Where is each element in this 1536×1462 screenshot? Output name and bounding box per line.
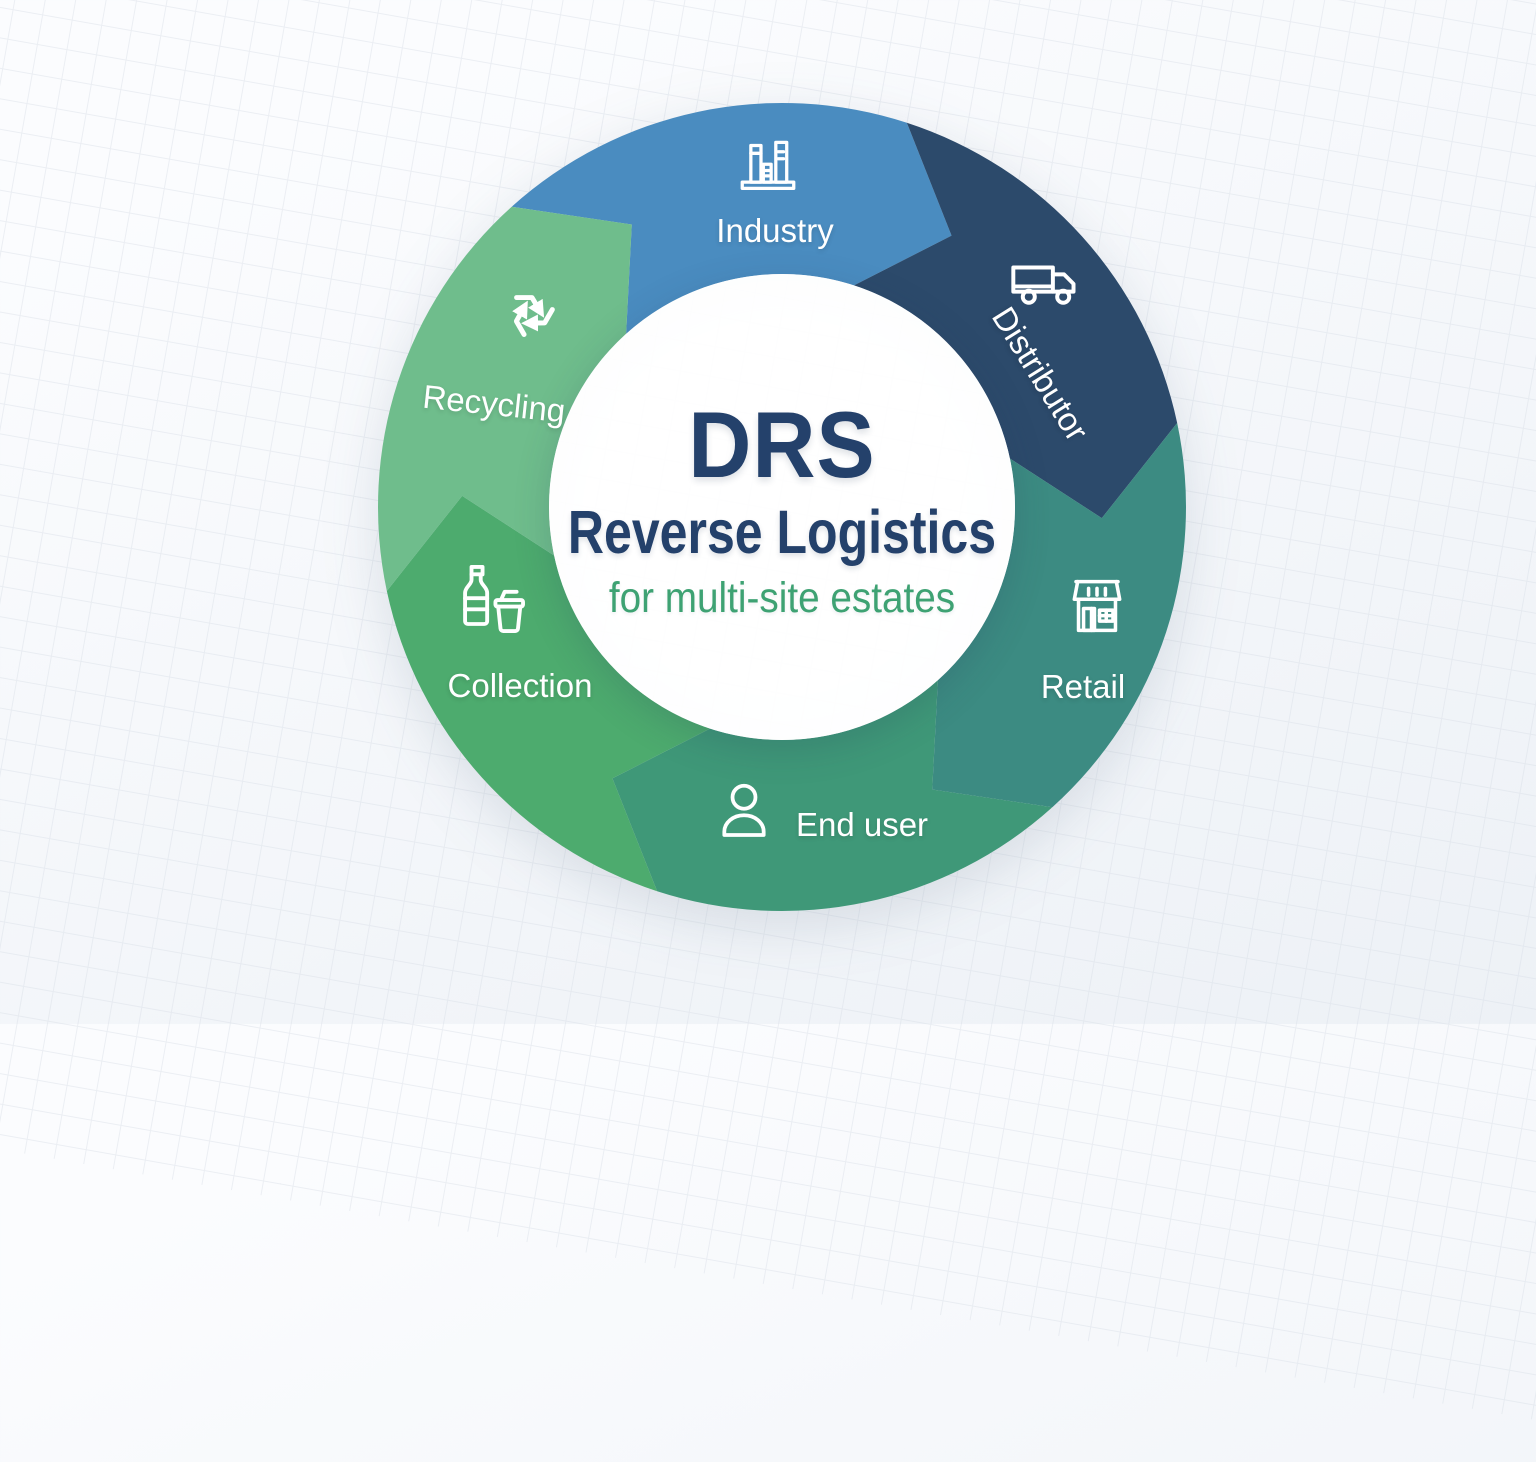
segment-label-retail: Retail — [1040, 668, 1126, 705]
title-drs: DRS — [688, 392, 876, 497]
factory-icon — [740, 140, 796, 191]
ring-segment-recycling — [378, 206, 632, 591]
segment-label-collection: Collection — [447, 667, 593, 704]
storefront-icon — [1072, 579, 1122, 633]
ring-segment-distributor — [854, 122, 1178, 519]
ring-segment-industry — [511, 102, 952, 334]
ring-segment-collection — [386, 495, 710, 892]
cycle-ring — [378, 102, 1186, 912]
ring-segment-retail — [932, 423, 1186, 808]
center-title-block: DRS Reverse Logistics for multi-site est… — [521, 398, 1043, 620]
person-icon — [722, 783, 766, 837]
recycle-icon — [512, 295, 555, 338]
segment-label-end-user: End user — [795, 806, 929, 843]
bottle-cup-icon — [463, 565, 525, 634]
title-reverse-logistics: Reverse Logistics — [567, 498, 997, 566]
subtitle-multi-site: for multi-site estates — [608, 574, 956, 622]
ring-inner-circle — [549, 274, 1015, 740]
truck-icon — [1011, 265, 1076, 305]
segment-label-industry: Industry — [716, 212, 834, 249]
ring-segment-end-user — [612, 680, 1053, 912]
